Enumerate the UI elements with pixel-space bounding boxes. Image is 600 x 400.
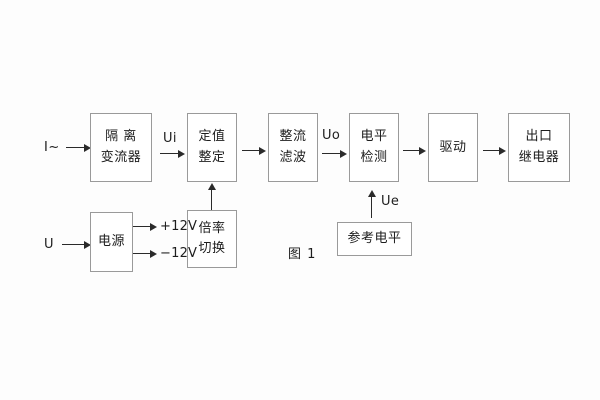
connector-ratio-to-setting-arrowhead <box>207 183 216 190</box>
rail-negative-label: −12V <box>160 246 198 261</box>
ue-signal-label: Ue <box>381 194 400 209</box>
block-level-detection[interactable]: 电平 检测 <box>349 113 399 182</box>
connector-reference-to-level <box>371 196 372 218</box>
block-drive[interactable]: 驱动 <box>428 113 478 182</box>
block-line: 电源 <box>97 234 125 250</box>
current-input-label: I~ <box>44 140 60 155</box>
connector-drive-to-relay-arrowhead <box>499 146 506 155</box>
connector-isolation-to-setting-arrowhead <box>178 149 185 158</box>
block-line: 隔 离 <box>105 129 137 145</box>
voltage-input-arrowhead <box>84 240 91 249</box>
connector-rectify-to-level <box>322 153 342 154</box>
block-line: 检测 <box>360 149 388 165</box>
block-line: 变流器 <box>100 149 142 165</box>
block-line: 继电器 <box>518 149 560 165</box>
connector-setting-to-rectify-arrowhead <box>259 146 266 155</box>
connector-reference-to-level-arrowhead <box>367 190 376 197</box>
block-line: 出口 <box>525 129 553 145</box>
block-line: 驱动 <box>439 139 467 155</box>
block-line: 整定 <box>198 149 226 165</box>
block-line: 定值 <box>198 129 226 145</box>
rail-positive-line <box>133 226 152 227</box>
rail-negative-line <box>133 253 152 254</box>
block-line: 切换 <box>198 241 226 256</box>
connector-rectify-to-level-arrowhead <box>340 149 347 158</box>
current-input-line <box>66 147 86 148</box>
block-ratio-switch[interactable]: 倍率 切换 <box>187 210 237 268</box>
connector-ratio-to-setting <box>211 189 212 210</box>
connector-level-to-drive-arrowhead <box>419 146 426 155</box>
block-line: 滤波 <box>279 149 307 165</box>
block-reference-level[interactable]: 参考电平 <box>337 222 412 256</box>
voltage-input-label: U <box>44 237 55 252</box>
block-output-relay[interactable]: 出口 继电器 <box>508 113 570 182</box>
rail-positive-arrowhead <box>150 222 157 231</box>
rail-positive-label: +12V <box>160 219 198 234</box>
rail-negative-arrowhead <box>150 249 157 258</box>
connector-level-to-drive <box>403 150 421 151</box>
block-line: 电平 <box>360 129 388 145</box>
block-line: 倍率 <box>198 220 226 236</box>
block-line: 整流 <box>279 129 307 145</box>
figure-caption: 图 1 <box>288 247 317 262</box>
block-setting-value[interactable]: 定值 整定 <box>187 113 237 182</box>
voltage-input-line <box>62 244 86 245</box>
ui-signal-label: Ui <box>163 131 177 146</box>
block-line: 参考电平 <box>347 231 402 247</box>
connector-setting-to-rectify <box>242 150 260 151</box>
uo-signal-label: Uo <box>322 128 341 143</box>
block-isolation-transformer[interactable]: 隔 离 变流器 <box>90 113 152 182</box>
block-power-supply[interactable]: 电源 <box>90 212 133 272</box>
current-input-arrowhead <box>84 143 91 152</box>
connector-isolation-to-setting <box>160 153 180 154</box>
connector-drive-to-relay <box>483 150 501 151</box>
block-rectify-filter[interactable]: 整流 滤波 <box>268 113 318 182</box>
